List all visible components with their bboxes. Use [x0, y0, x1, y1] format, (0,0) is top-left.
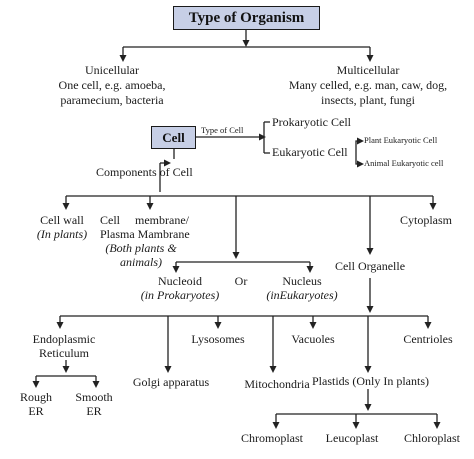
leucoplast: Leucoplast	[325, 431, 379, 445]
components-of-cell: Components of Cell	[96, 165, 193, 179]
nucleoid: Nucleoid	[158, 274, 202, 288]
unicellular-example-2: paramecium, bacteria	[60, 93, 164, 107]
arrow-nucleoid	[172, 266, 180, 273]
arrow-cell-organelle	[366, 248, 374, 255]
plastids: Plastids (Only In plants)	[312, 374, 429, 388]
arrow-mitochondria	[269, 366, 277, 373]
arrow-type-of-cell	[259, 133, 266, 141]
lysosomes: Lysosomes	[191, 332, 245, 346]
nucleus-note: (inEukaryotes)	[266, 288, 338, 302]
smooth-er-1: Smooth	[75, 390, 113, 404]
unicellular-title: Unicellular	[85, 63, 139, 77]
cell-box: Cell	[151, 126, 196, 149]
chloroplast: Chloroplast	[404, 431, 460, 445]
rough-er-1: Rough	[19, 390, 53, 404]
arrow-plastids	[364, 366, 372, 373]
cell-membrane-line-1: Cell membrane/	[100, 213, 189, 227]
eukaryotic-cell: Eukaryotic Cell	[272, 145, 348, 159]
mitochondria: Mitochondria	[244, 377, 310, 391]
centrioles: Centrioles	[403, 332, 453, 346]
cell-membrane-note-2: animals)	[120, 255, 162, 269]
arrow-vacuoles	[309, 322, 317, 329]
arrow-animal-eukaryotic	[357, 160, 364, 168]
plant-eukaryotic-cell: Plant Eukaryotic Cell	[364, 135, 438, 145]
type-of-cell-label: Type of Cell	[201, 125, 244, 135]
or-label: Or	[234, 274, 248, 288]
cell-membrane-note-1: (Both plants &	[105, 241, 177, 255]
arrow-nucleus	[306, 266, 314, 273]
arrow-organelle-stem	[366, 306, 374, 313]
animal-eukaryotic-cell: Animal Eukaryotic cell	[364, 158, 444, 168]
arrow-golgi	[164, 366, 172, 373]
endoplasmic-reticulum-1: Endoplasmic	[32, 332, 96, 346]
smooth-er-2: ER	[86, 404, 102, 418]
prokaryotic-cell: Prokaryotic Cell	[272, 115, 351, 129]
arrow-plastids-split	[364, 404, 372, 411]
arrow-er-split	[62, 366, 70, 373]
nucleus: Nucleus	[282, 274, 322, 288]
arrow-components-of-cell	[164, 159, 171, 167]
arrow-rough-er	[32, 381, 40, 388]
arrow-chloroplast	[433, 422, 441, 429]
golgi-apparatus: Golgi apparatus	[132, 375, 210, 389]
multicellular-example-1: Many celled, e.g. man, caw, dog,	[288, 78, 448, 92]
cell-wall: Cell wall	[40, 213, 84, 227]
arrow-multicellular	[366, 55, 374, 62]
arrow-centrioles	[424, 322, 432, 329]
arrow-organism	[242, 40, 250, 47]
arrow-leucoplast	[352, 422, 360, 429]
arrow-smooth-er	[92, 381, 100, 388]
cell-box-label: Cell	[162, 129, 185, 145]
arrow-lysosomes	[214, 322, 222, 329]
cytoplasm: Cytoplasm	[399, 213, 453, 227]
multicellular-title: Multicellular	[336, 63, 400, 77]
nucleoid-note: (in Prokaryotes)	[140, 288, 220, 302]
endoplasmic-reticulum-2: Reticulum	[39, 346, 89, 360]
arrow-cell-wall	[62, 203, 70, 210]
cell-membrane-line-2: Plasma Mambrane	[100, 227, 190, 241]
title-box: Type of Organism	[173, 6, 320, 30]
arrow-nucleus-group	[232, 252, 240, 259]
arrow-unicellular	[119, 55, 127, 62]
unicellular-example-1: One cell, e.g. amoeba,	[58, 78, 166, 92]
arrow-cytoplasm	[429, 203, 437, 210]
arrow-cell-membrane	[146, 203, 154, 210]
page-title: Type of Organism	[188, 9, 305, 26]
cell-wall-note: (In plants)	[36, 227, 88, 241]
vacuoles: Vacuoles	[291, 332, 335, 346]
multicellular-example-2: insects, plant, fungi	[321, 93, 415, 107]
rough-er-2: ER	[28, 404, 44, 418]
chromoplast: Chromoplast	[241, 431, 303, 445]
cell-organelle: Cell Organelle	[334, 259, 406, 273]
arrow-plant-eukaryotic	[357, 137, 364, 145]
arrow-chromoplast	[272, 422, 280, 429]
arrow-er	[56, 322, 64, 329]
